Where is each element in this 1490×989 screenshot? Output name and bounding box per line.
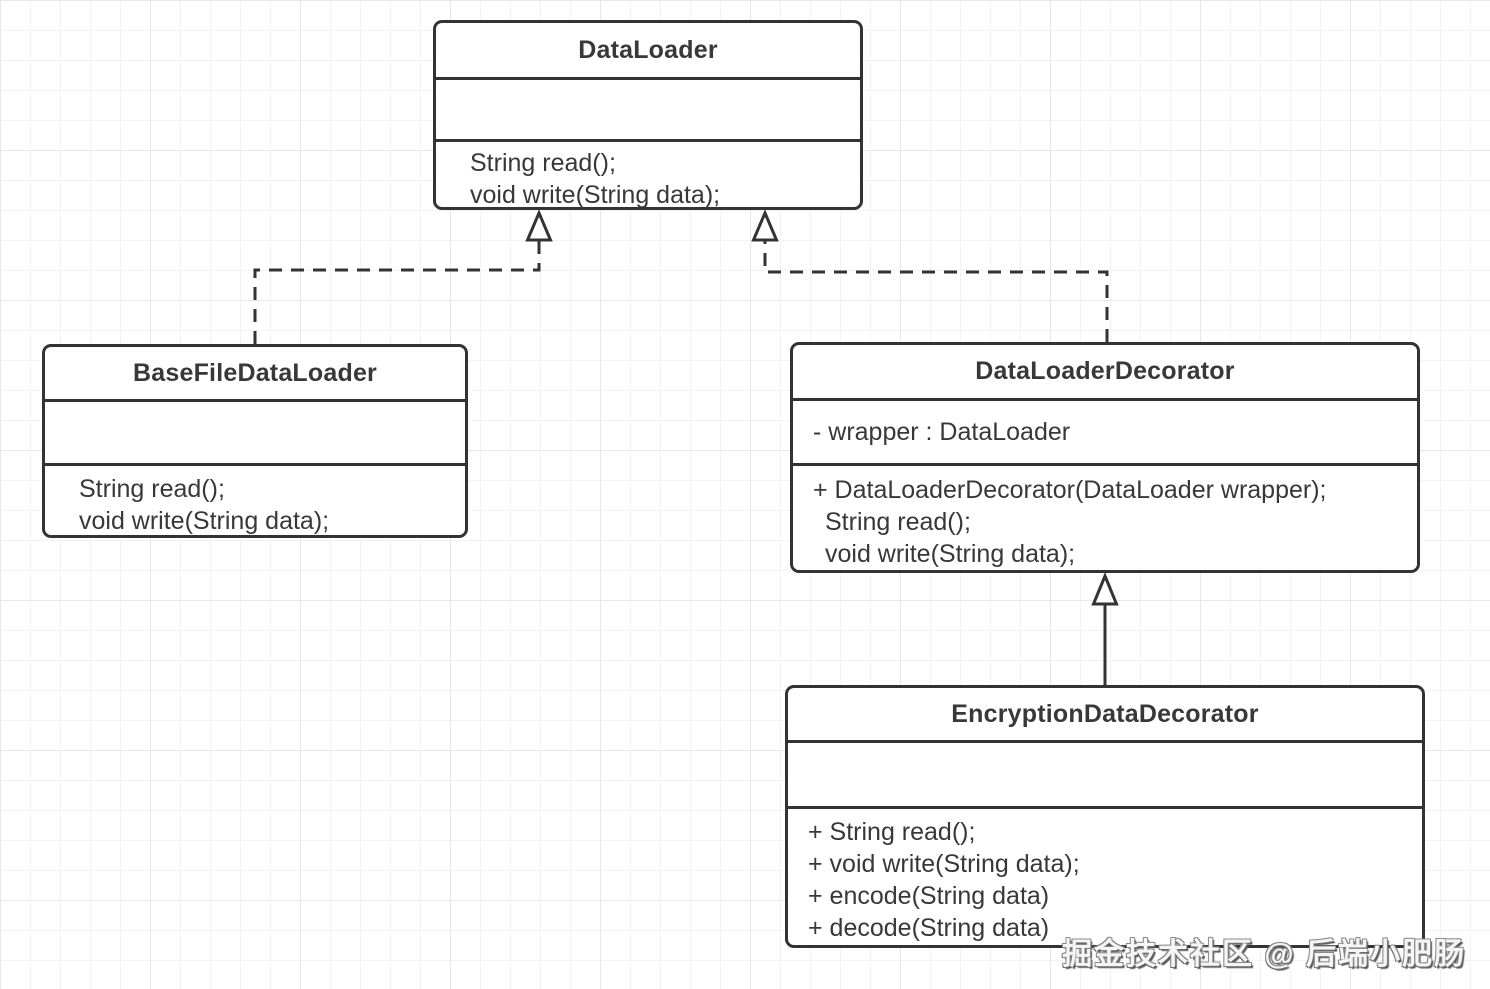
class-box-dataloader: DataLoader String read(); void write(Str…	[433, 20, 863, 210]
hollow-triangle-arrowhead	[751, 209, 779, 242]
realization-line-basefiledataloader-to-dataloader	[253, 240, 541, 344]
class-title: DataLoader	[436, 23, 860, 80]
class-box-dataloaderdecorator: DataLoaderDecorator - wrapper : DataLoad…	[790, 342, 1420, 573]
class-method: + void write(String data);	[808, 850, 1080, 878]
class-method: String read();	[825, 508, 971, 536]
class-attributes-section: - wrapper : DataLoader	[793, 401, 1417, 466]
class-methods-section: String read(); void write(String data);	[45, 466, 465, 537]
watermark-text: 掘金技术社区 @ 后端小肥肠	[1062, 938, 1466, 971]
class-box-basefiledataloader: BaseFileDataLoader String read(); void w…	[42, 344, 468, 538]
class-method: + decode(String data)	[808, 914, 1050, 942]
class-methods-section: String read(); void write(String data);	[436, 142, 860, 211]
class-title: EncryptionDataDecorator	[788, 688, 1422, 743]
class-attributes-section	[436, 80, 860, 142]
class-box-encryptiondatadecorator: EncryptionDataDecorator + String read();…	[785, 685, 1425, 948]
hollow-triangle-arrowhead	[1091, 572, 1119, 606]
class-attributes-section	[45, 402, 465, 466]
class-method: + DataLoaderDecorator(DataLoader wrapper…	[813, 476, 1327, 504]
class-attribute: - wrapper : DataLoader	[813, 418, 1071, 446]
hollow-triangle-arrowhead	[525, 209, 553, 242]
class-methods-section: + DataLoaderDecorator(DataLoader wrapper…	[793, 466, 1417, 570]
class-method: void write(String data);	[79, 507, 330, 535]
class-method: + encode(String data)	[808, 882, 1050, 910]
class-title: BaseFileDataLoader	[45, 347, 465, 402]
class-attributes-section	[788, 743, 1422, 809]
class-method: void write(String data);	[470, 181, 721, 209]
class-method: String read();	[470, 149, 616, 177]
class-method: + String read();	[808, 818, 976, 846]
class-title: DataLoaderDecorator	[793, 345, 1417, 401]
class-method: String read();	[79, 475, 225, 503]
class-method: void write(String data);	[825, 540, 1076, 568]
class-methods-section: + String read(); + void write(String dat…	[788, 809, 1422, 945]
realization-line-dataloaderdecorator-to-dataloader	[763, 240, 1109, 342]
